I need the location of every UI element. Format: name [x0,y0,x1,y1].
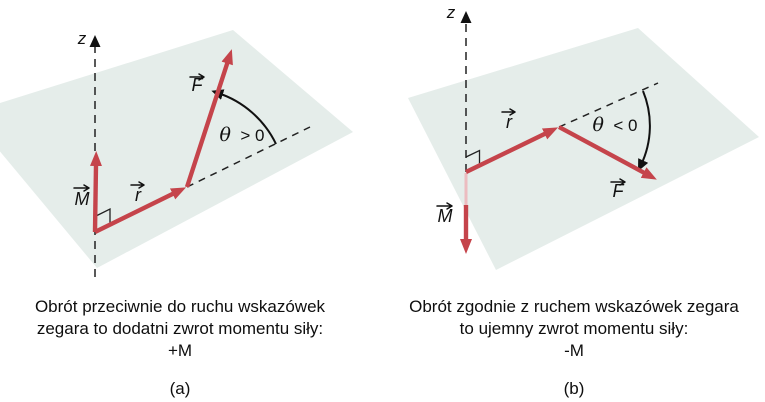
torque-vector-a [89,151,102,233]
force-vector-b [557,125,657,180]
angle-label-a: θ > 0 [219,124,264,146]
panel-label-b: (b) [563,379,585,398]
angle-arc-b [637,90,651,172]
torque-vector-label-b: M [438,206,453,226]
vector-arrow-icon [73,184,90,192]
caption-a-line1: Obrót przeciwnie do ruchu wskazówek [34,297,326,316]
caption-a: Obrót przeciwnie do ruchu wskazówek zega… [0,296,360,362]
z-axis-label-a: z [77,29,87,48]
panel-b-diagram: z θ < 0 M r F [408,3,759,270]
torque-vector-label-a: M [75,189,90,209]
vector-arrow-icon [501,108,516,116]
plane-a [0,30,353,268]
vector-arrow-icon [189,73,205,81]
reference-dashed-line-b [558,82,659,128]
radius-vector-label-b: r [506,112,513,132]
force-vector-a [184,49,233,188]
vector-arrow-icon [610,178,626,186]
radius-vector-label-a: r [135,185,142,205]
angle-arc-a [211,89,277,145]
force-vector-label-b: F [613,181,625,201]
caption-a-line2: zegara to dodatni zwrot momentu siły: [36,319,324,338]
caption-b-line2: to ujemny zwrot momentu siły: [459,319,689,338]
vector-arrow-icon [436,202,453,210]
plane-b [408,28,759,270]
panel-a-diagram: z θ > 0 M r F [0,29,353,277]
caption-b-value: -M [564,341,584,360]
vector-arrow-icon [130,181,145,189]
z-axis-label-b: z [446,3,456,22]
caption-a-value: +M [167,341,193,360]
caption-b-line1: Obrót zgodnie z ruchem wskazówek zegara [409,297,739,316]
right-angle-marker-b [465,149,481,166]
radius-vector-a [94,187,187,234]
radius-vector-b [465,127,559,174]
reference-dashed-line-a [186,126,311,188]
panel-label-a: (a) [169,379,191,398]
caption-b: Obrót zgodnie z ruchem wskazówek zegara … [383,296,765,362]
angle-label-b: θ < 0 [592,114,637,136]
force-vector-label-a: F [192,75,204,95]
right-angle-marker-a [95,207,111,225]
